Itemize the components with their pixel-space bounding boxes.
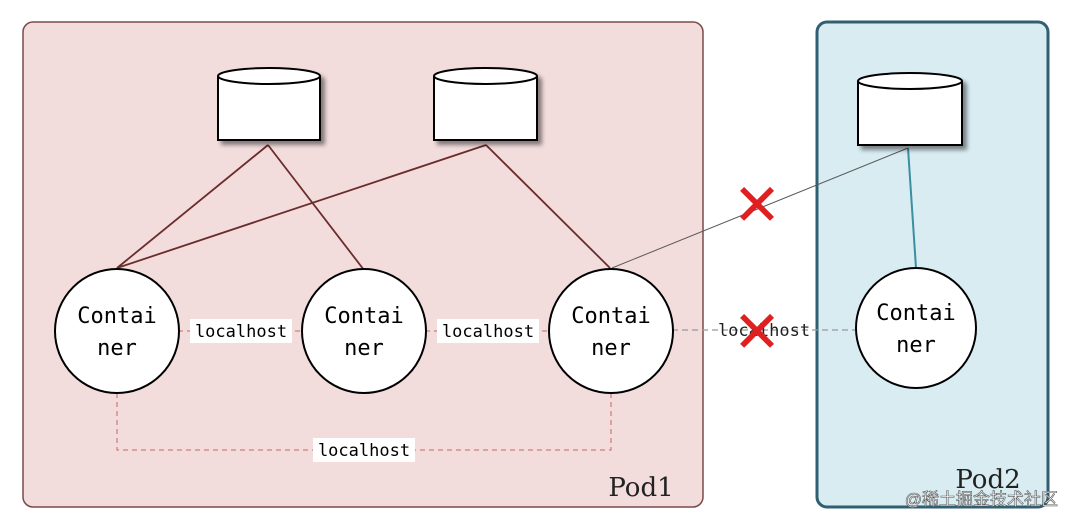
volume-3 (857, 72, 963, 146)
localhost-label-c3-c4-group: localhost (718, 321, 810, 341)
localhost-label-c1-c3-group: localhost (313, 438, 415, 462)
volume3-container3-line (611, 147, 909, 269)
container-3: Contai ner (548, 268, 674, 394)
container-2-label-line1: Contai (324, 304, 403, 329)
container-4-label-line2: ner (896, 333, 936, 358)
volume3-container4-line (907, 147, 917, 269)
container-4-label-line1: Contai (876, 301, 955, 326)
volume-2 (433, 67, 538, 141)
volume-links-pod1 (116, 144, 611, 271)
container-1-label-line1: Contai (77, 304, 156, 329)
volume2-container1-line (116, 144, 487, 269)
pod2-label: Pod2 (955, 465, 1020, 495)
watermark: @稀土掘金技术社区 (905, 490, 1058, 509)
blocked-cross-localhost: ✕ (733, 300, 782, 365)
volume-1 (217, 67, 321, 141)
volume1-container2-line (267, 144, 365, 271)
container-2: Contai ner (301, 268, 427, 394)
volume2-container3-line (485, 144, 611, 269)
localhost-label-c1-c2: localhost (195, 322, 287, 342)
pod1-box (22, 21, 704, 508)
localhost-label-c3-c4: localhost (718, 321, 810, 341)
localhost-label-c2-c3-group: localhost (437, 319, 539, 343)
blocked-cross-volume: ✕ (733, 173, 782, 238)
link-c1-c3 (116, 393, 612, 451)
volume1-container1-line (116, 144, 269, 269)
container-3-label-line1: Contai (571, 304, 650, 329)
container-1-label-line2: ner (97, 336, 137, 361)
container-4: Contai ner (855, 267, 977, 389)
container-2-label-line2: ner (344, 336, 384, 361)
localhost-label-c1-c2-group: localhost (190, 319, 292, 343)
container-3-label-line2: ner (591, 336, 631, 361)
localhost-label-c2-c3: localhost (442, 322, 534, 342)
localhost-label-c1-c3: localhost (318, 441, 410, 461)
pod1-label: Pod1 (608, 473, 673, 503)
container-1: Contai ner (54, 268, 180, 394)
